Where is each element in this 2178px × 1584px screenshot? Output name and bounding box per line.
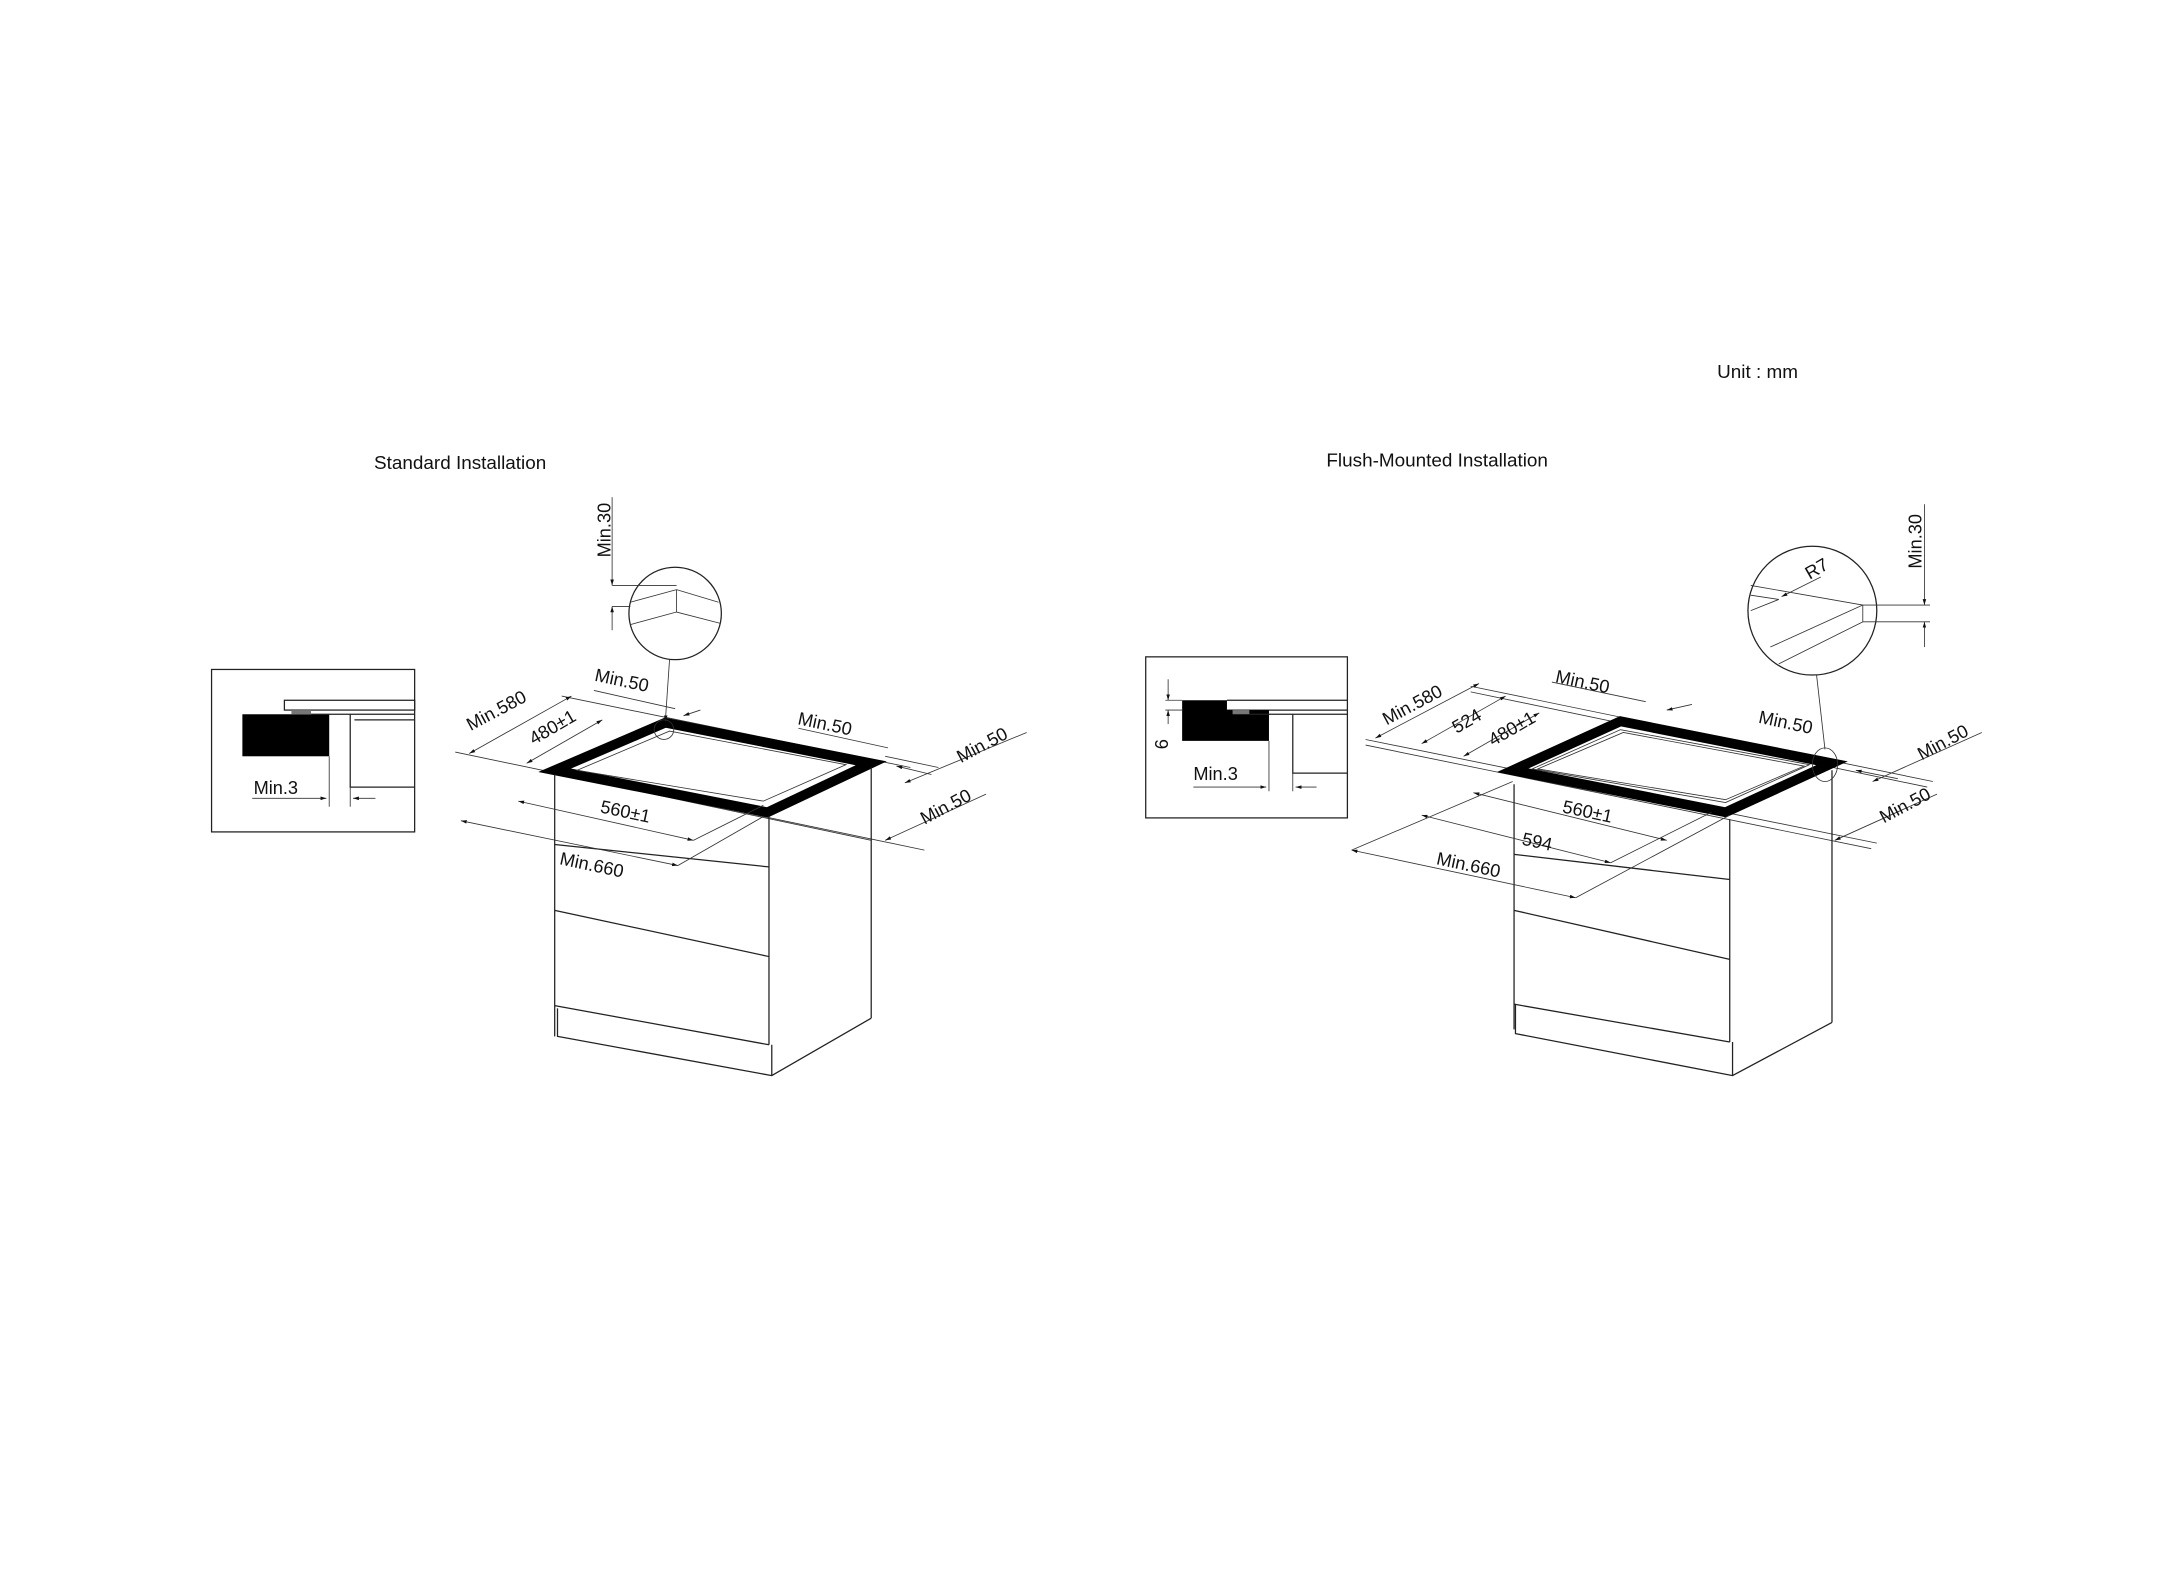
min660-label: Min.660 [558, 848, 625, 881]
standard-inset-detail: Min.3 [210, 668, 416, 833]
standard-installation: Standard Installation Min.3 [210, 453, 1027, 1077]
inset-6-label: 6 [1152, 739, 1172, 749]
min50-back-label: Min.50 [1554, 666, 1612, 697]
min660-label: Min.660 [1435, 848, 1502, 881]
cut-width-label: 560±1 [599, 797, 653, 827]
width-594-label: 594 [1520, 829, 1554, 855]
min50-front-right-label: Min.50 [917, 785, 975, 828]
min50-back-right-label: Min.50 [796, 708, 854, 739]
min580-label: Min.580 [463, 687, 530, 735]
min50-front-right-label: Min.50 [1876, 784, 1934, 827]
cut-depth-label: 480±1 [526, 706, 580, 749]
inset-min3-label: Min.3 [254, 778, 298, 798]
cutout-frame [538, 717, 887, 818]
standard-title: Standard Installation [374, 453, 546, 474]
depth-524-label: 524 [1449, 705, 1485, 738]
flush-installation: Flush-Mounted Installation 6 Min.3 [1145, 450, 1983, 1077]
cabinet [1513, 770, 1833, 1077]
cutout-frame [1496, 716, 1848, 818]
inset-min3-label: Min.3 [1193, 764, 1237, 784]
unit-label: Unit : mm [1717, 362, 1798, 383]
min580-label: Min.580 [1379, 681, 1446, 729]
hob-section [242, 714, 330, 757]
cut-depth-label: 480±1 [1485, 707, 1539, 750]
min50-back-right-label: Min.50 [1757, 707, 1815, 738]
min50-right-label: Min.50 [953, 724, 1011, 767]
cut-width-label: 560±1 [1561, 797, 1615, 827]
min50-right-label: Min.50 [1914, 721, 1972, 764]
min50-back-label: Min.50 [593, 665, 651, 696]
flush-title: Flush-Mounted Installation [1326, 450, 1548, 471]
min30-label: Min.30 [595, 503, 615, 558]
flush-inset-detail: 6 Min.3 [1145, 656, 1349, 819]
detail-magnifier [1747, 545, 1878, 676]
min30-label: Min.30 [1906, 514, 1926, 569]
radius-label: R7 [1802, 554, 1832, 583]
hob-section [1182, 700, 1269, 741]
detail-magnifier [628, 566, 722, 661]
